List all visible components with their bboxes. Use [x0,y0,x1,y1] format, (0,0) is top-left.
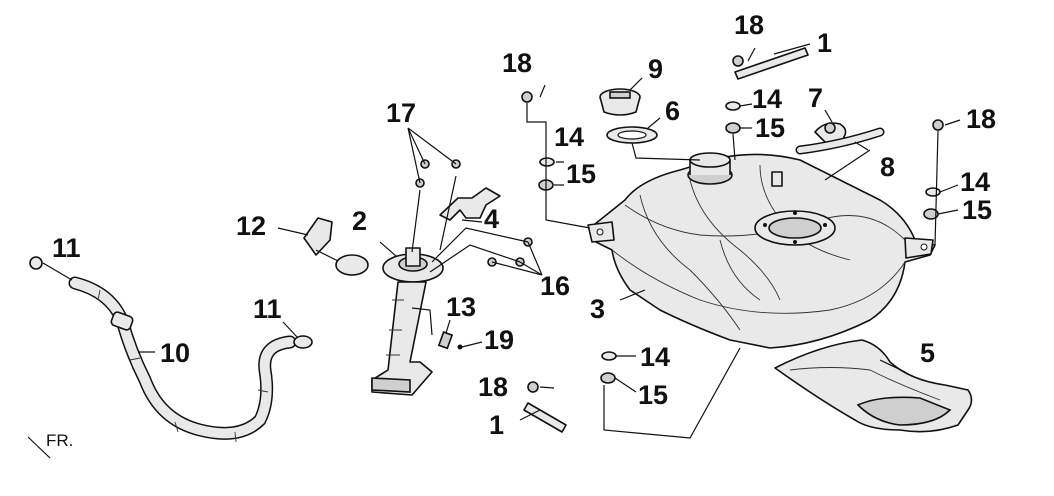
callout-14-a: 14 [554,122,584,152]
callouts: 1 1 2 3 4 5 6 7 8 9 10 11 11 12 13 14 14… [52,10,996,440]
callout-19: 19 [484,325,514,355]
callout-15-c: 15 [962,195,992,225]
callout-16: 16 [540,271,570,301]
callout-10: 10 [160,338,190,368]
callout-12: 12 [236,211,266,241]
fuel-level-sender [303,217,369,276]
callout-18-d: 18 [478,372,508,402]
callout-17: 17 [386,98,416,128]
fuel-hose [68,276,297,443]
vent-hose [795,127,885,155]
callout-4: 4 [484,204,499,234]
callout-11-left: 11 [52,233,81,263]
callout-1-bottom: 1 [489,410,504,440]
callout-18-b: 18 [734,10,764,40]
callout-14-b: 14 [752,84,782,114]
callout-18-c: 18 [966,104,996,134]
orientation-label: FR. [46,431,73,450]
callout-18-a: 18 [502,48,532,78]
callout-5: 5 [920,338,935,368]
fuel-cap [599,88,641,116]
bracket [439,187,501,221]
callout-7: 7 [808,83,823,113]
strap-bottom [523,402,567,433]
callout-1-top: 1 [817,28,832,58]
callout-14-d: 14 [640,342,670,372]
callout-15-a: 15 [566,159,596,189]
callout-8: 8 [880,152,895,182]
heat-shield [774,339,973,433]
callout-2: 2 [352,206,367,236]
hose-clamp-left [29,256,43,270]
fuel-tank [587,152,936,349]
callout-14-c: 14 [960,167,990,197]
callout-15-b: 15 [755,113,785,143]
leader-lines [27,43,961,459]
callout-15-d: 15 [638,380,668,410]
callout-13: 13 [446,292,476,322]
strap-top [734,47,809,80]
hose-clamp-right [293,335,313,349]
cap-gasket [606,126,658,144]
callout-11-right: 11 [253,294,282,324]
callout-6: 6 [665,96,680,126]
callout-9: 9 [648,54,663,84]
fuel-pump [371,247,444,396]
callout-3: 3 [590,294,605,324]
